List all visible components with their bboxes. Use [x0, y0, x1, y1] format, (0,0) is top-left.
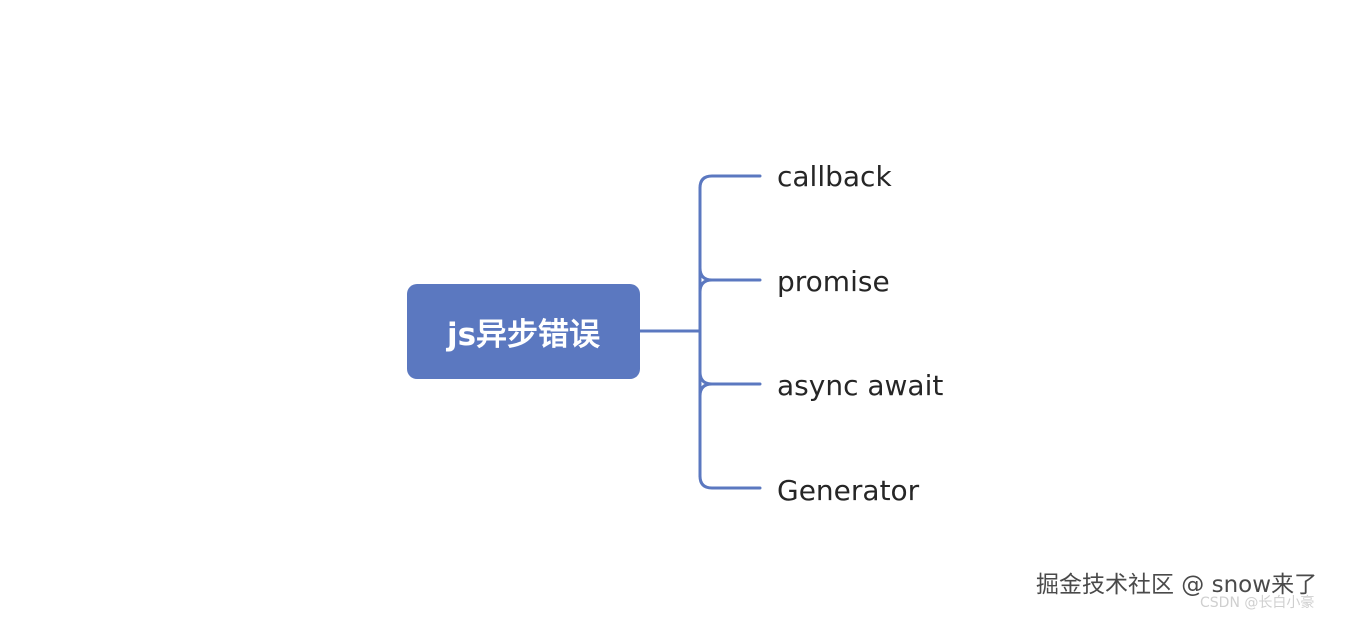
- branch-label-promise: promise: [777, 265, 890, 298]
- branch-connector-promise-lower: [698, 278, 714, 294]
- connectors: [638, 174, 762, 490]
- watermark-csdn: CSDN @长白小豪: [1200, 595, 1315, 611]
- branch-label-callback: callback: [777, 160, 892, 193]
- root-node: js异步错误: [407, 284, 640, 379]
- branch-connector-async-await-lower: [698, 382, 714, 398]
- branch-connector-generator: [698, 474, 762, 490]
- branch-label-generator: Generator: [777, 474, 920, 507]
- branch-label-async-await: async await: [777, 369, 944, 402]
- branch-connector-callback: [698, 174, 762, 190]
- watermark-juejin: 掘金技术社区 @ snow来了: [1036, 572, 1318, 598]
- branch-connector-async-await: [698, 370, 762, 386]
- branch-connector-promise: [698, 266, 762, 282]
- root-node-label: js异步错误: [446, 317, 601, 353]
